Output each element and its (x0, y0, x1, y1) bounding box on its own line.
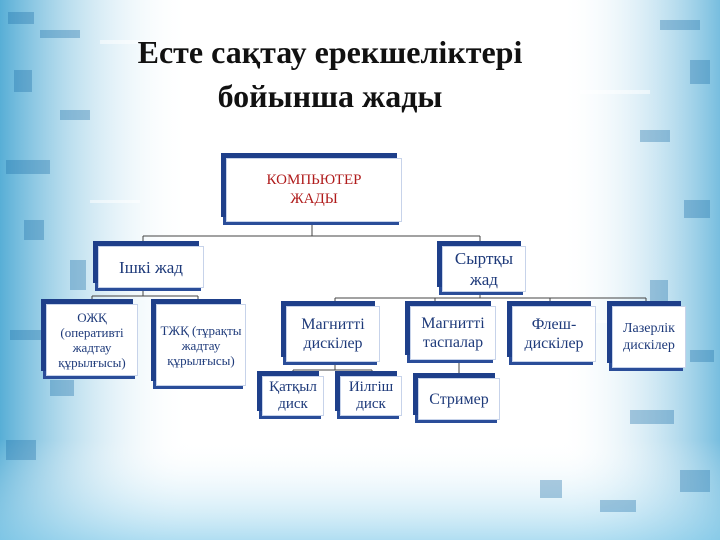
node-computer-memory-label: КОМПЬЮТЕР ЖАДЫ (266, 172, 362, 207)
node-laser-disks-label: Лазерлік дискілер (623, 321, 675, 353)
node-magnetic-disks: Магнитті дискілер (286, 306, 380, 362)
node-laser-disks: Лазерлік дискілер (612, 306, 686, 368)
node-internal-memory: Ішкі жад (98, 246, 204, 288)
node-streamer: Стример (418, 378, 500, 420)
connector-internal (91, 288, 199, 304)
node-flash-disks-label: Флеш-дискілер (524, 316, 584, 352)
node-ram-label: ОЖҚ (оперативті жадтау құрылғысы) (58, 310, 126, 370)
node-ram: ОЖҚ (оперативті жадтау құрылғысы) (46, 304, 138, 376)
slide-title-line2: бойынша жады (217, 78, 443, 114)
slide-title-line1: Есте сақтау ерекшеліктері (137, 34, 523, 70)
node-external-memory-label: Сыртқы жад (454, 249, 514, 289)
connector-root (142, 222, 481, 246)
node-flash-disks: Флеш-дискілер (512, 306, 596, 362)
node-external-memory: Сыртқы жад (442, 246, 526, 292)
node-magnetic-tapes: Магнитті таспалар (410, 306, 496, 360)
slide-title: Есте сақтау ерекшеліктері бойынша жады (60, 30, 600, 118)
node-magnetic-tapes-label: Магнитті таспалар (421, 315, 485, 351)
node-floppy-disk-label: Иілгіш диск (348, 379, 394, 412)
node-internal-memory-label: Ішкі жад (119, 257, 183, 277)
node-floppy-disk: Иілгіш диск (340, 376, 402, 416)
node-streamer-label: Стример (429, 390, 489, 408)
node-computer-memory: КОМПЬЮТЕР ЖАДЫ (226, 158, 402, 222)
node-hard-disk: Қатқыл диск (262, 376, 324, 416)
node-magnetic-disks-label: Магнитті дискілер (301, 316, 365, 352)
node-hard-disk-label: Қатқыл диск (269, 379, 317, 412)
connector-magnetic-disks (292, 362, 373, 376)
connector-external (334, 292, 647, 306)
node-rom-label: ТЖҚ (тұрақты жадтау құрылғысы) (160, 322, 242, 368)
node-rom: ТЖҚ (тұрақты жадтау құрылғысы) (156, 304, 246, 386)
